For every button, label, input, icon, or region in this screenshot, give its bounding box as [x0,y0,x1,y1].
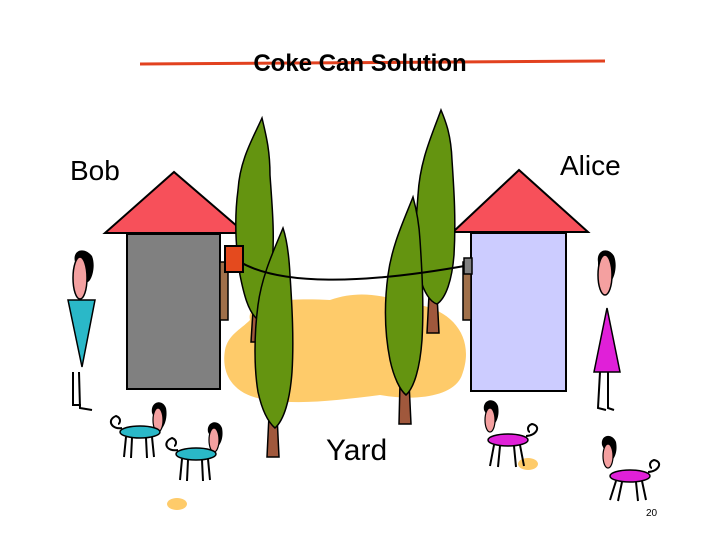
bob-house-wall [126,233,221,390]
tree [254,225,294,458]
bob-label: Bob [70,155,120,186]
bob-house-roof [102,170,248,234]
bob-dog [165,422,223,482]
yard-label: Yard [326,434,388,467]
page-number: 20 [646,508,658,519]
alice-label: Alice [560,150,621,181]
bob-dog [109,402,167,459]
bob-house [102,170,248,390]
title-underline [139,59,606,66]
bob-person [67,250,96,411]
coke-can [224,245,244,273]
alice-dog [601,435,661,502]
coke-can [463,257,473,275]
yard-patch [167,498,187,510]
yard-patch [518,458,538,470]
tree [384,194,424,425]
alice-house [450,168,591,392]
alice-dog [483,400,539,468]
alice-person [593,250,621,411]
alice-house-wall [470,232,567,392]
can-string [239,261,471,281]
tree [415,107,456,334]
slide-title: Coke Can Solution [253,50,467,77]
